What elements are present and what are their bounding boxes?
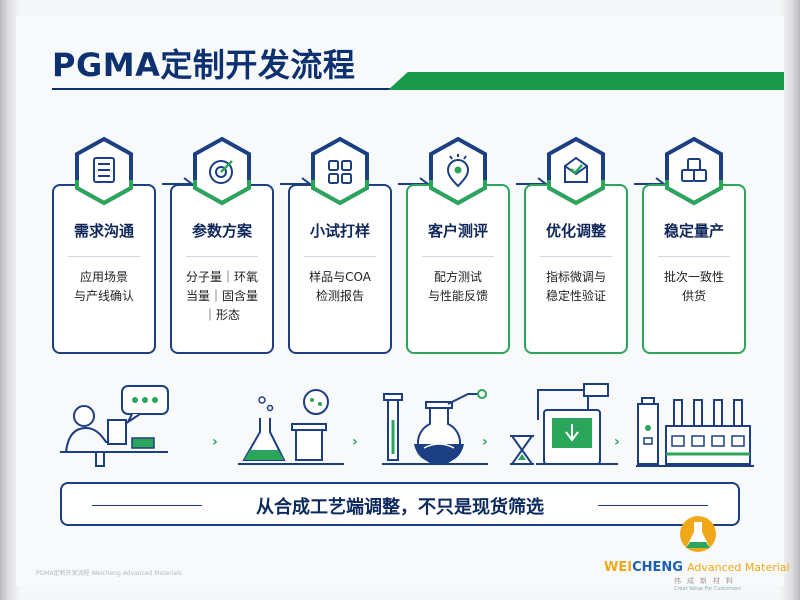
brand-logo: WEICHENG Advanced Material 伟成新材料 Creat V… [604, 512, 790, 592]
brand-name-part: CHENG [632, 560, 683, 575]
grid-icon [311, 136, 369, 206]
step-1: 需求沟通 应用场景 与产线确认 [52, 136, 156, 356]
title-underline [52, 88, 404, 90]
step-desc-line: 分子量｜环氧 [185, 270, 258, 284]
page-title: PGMA定制开发流程 [52, 46, 356, 84]
step-4: 客户测评 配方测试 与性能反馈 [406, 136, 510, 356]
chevron-right-icon: › [352, 434, 358, 450]
card-divider [304, 256, 376, 257]
banner-text: 从合成工艺端调整，不只是现货筛选 [256, 497, 544, 518]
step-title: 需求沟通 [73, 222, 134, 240]
brand-name-part: WEI [604, 560, 633, 575]
flask-logo-icon [680, 516, 716, 552]
step-desc: 分子量｜环氧 当量｜固含量 ｜形态 [176, 268, 268, 325]
step-desc-line: 样品与COA [309, 270, 371, 284]
document-list-icon [75, 136, 133, 206]
step-card: 需求沟通 应用场景 与产线确认 [52, 184, 156, 354]
step-desc: 样品与COA 检测报告 [294, 268, 386, 306]
brand-tagline: Creat Value For Customers [674, 586, 741, 592]
summary-banner: 从合成工艺端调整，不只是现货筛选 [60, 482, 740, 526]
step-desc: 应用场景 与产线确认 [58, 268, 150, 306]
target-icon [193, 136, 251, 206]
card-divider [422, 256, 494, 257]
card-divider [540, 256, 612, 257]
brand-cn-name: 伟成新材料 [674, 577, 739, 585]
brand-name-part: Advanced Material [687, 561, 790, 574]
step-desc-line: ｜形态 [203, 308, 240, 322]
step-desc-line: 指标微调与 [545, 270, 606, 284]
step-3: 小试打样 样品与COA 检测报告 [288, 136, 392, 356]
step-title: 参数方案 [191, 222, 252, 240]
banner-line-left [92, 505, 202, 506]
step-title: 小试打样 [309, 222, 370, 240]
chevron-right-icon: › [614, 434, 620, 450]
boxes-icon [665, 136, 723, 206]
step-title: 客户测评 [427, 222, 488, 240]
lab-apparatus-icon [382, 389, 488, 465]
step-title: 优化调整 [545, 222, 606, 240]
footer-note: PGMA定制开发流程 Weicheng Advanced Materials [36, 570, 182, 577]
brand-name: WEICHENG Advanced Material [604, 560, 790, 575]
card-divider [68, 256, 140, 257]
banner-line-right [598, 505, 708, 506]
step-desc-line: 配方测试 [433, 270, 482, 284]
step-desc-line: 稳定性验证 [545, 289, 606, 303]
step-6: 稳定量产 批次一致性 供货 [642, 136, 746, 356]
flask-experiment-icon [238, 389, 344, 465]
step-desc-line: 与产线确认 [73, 289, 134, 303]
box-check-icon [547, 136, 605, 206]
step-title: 稳定量产 [663, 222, 724, 240]
step-desc: 指标微调与 稳定性验证 [530, 268, 622, 306]
step-desc-line: 与性能反馈 [427, 289, 488, 303]
card-divider [186, 256, 258, 257]
step-desc-line: 批次一致性 [663, 270, 724, 284]
step-desc-line: 当量｜固含量 [185, 289, 258, 303]
step-desc-line: 供货 [681, 289, 706, 303]
factory-production-icon [636, 397, 754, 467]
step-card: 客户测评 配方测试 与性能反馈 [406, 184, 510, 354]
step-card: 参数方案 分子量｜环氧 当量｜固含量 ｜形态 [170, 184, 274, 354]
title-green-accent [388, 72, 784, 90]
step-desc-line: 检测报告 [315, 289, 364, 303]
step-card: 优化调整 指标微调与 稳定性验证 [524, 184, 628, 354]
chevron-right-icon: › [212, 434, 218, 450]
step-5: 优化调整 指标微调与 稳定性验证 [524, 136, 628, 356]
step-desc: 批次一致性 供货 [648, 268, 740, 306]
location-pin-icon [429, 136, 487, 206]
optimization-equipment-icon [510, 383, 618, 465]
page: PGMA定制开发流程 需求沟通 应用场景 与产线确认 [16, 16, 784, 586]
step-desc-line: 应用场景 [79, 270, 128, 284]
card-divider [658, 256, 730, 257]
step-2: 参数方案 分子量｜环氧 当量｜固含量 ｜形态 [170, 136, 274, 356]
step-card: 小试打样 样品与COA 检测报告 [288, 184, 392, 354]
consultation-illustration-icon [60, 385, 169, 467]
illustration-row: › › › [56, 380, 756, 470]
step-desc: 配方测试 与性能反馈 [412, 268, 504, 306]
process-steps: 需求沟通 应用场景 与产线确认 参数方案 [52, 136, 752, 356]
chevron-right-icon: › [482, 434, 488, 450]
step-card: 稳定量产 批次一致性 供货 [642, 184, 746, 354]
